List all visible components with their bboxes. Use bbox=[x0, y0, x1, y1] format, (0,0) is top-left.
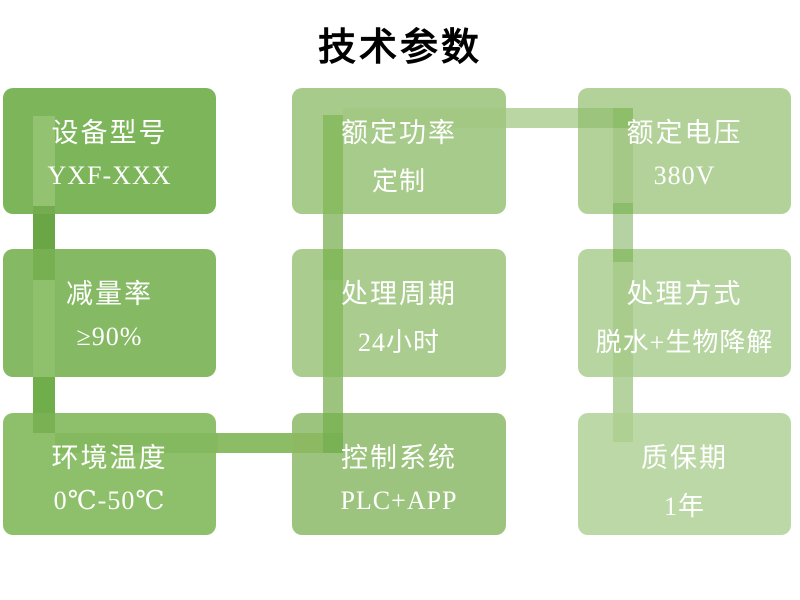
flow-connector-segment bbox=[323, 280, 343, 377]
param-value-device-model: YXF-XXX bbox=[47, 161, 172, 190]
flow-connector-segment bbox=[33, 249, 55, 280]
param-label-rated-power: 额定功率 bbox=[341, 118, 457, 148]
flow-connector-segment bbox=[613, 214, 633, 249]
param-label-warranty-period: 质保期 bbox=[641, 443, 728, 473]
flow-connector-segment bbox=[33, 377, 55, 413]
param-value-control-system: PLC+APP bbox=[340, 486, 458, 515]
flow-connector-segment bbox=[613, 377, 633, 413]
flow-connector-segment bbox=[343, 108, 506, 128]
flow-connector-segment bbox=[578, 108, 613, 128]
flow-connector-segment bbox=[293, 433, 323, 453]
flow-connector-segment bbox=[323, 214, 343, 249]
flow-connector-segment bbox=[613, 128, 633, 203]
flow-connector-segment bbox=[33, 214, 55, 249]
param-card-processing-method: 处理方式 脱水+生物降解 bbox=[578, 249, 791, 377]
flow-connector-segment bbox=[323, 115, 343, 214]
flow-connector-segment bbox=[613, 203, 633, 214]
flow-connector-segment bbox=[323, 377, 343, 413]
flow-connector-segment bbox=[506, 108, 578, 128]
param-label-control-system: 控制系统 bbox=[341, 443, 457, 473]
flow-connector-segment bbox=[218, 433, 293, 453]
param-label-device-model: 设备型号 bbox=[51, 118, 168, 148]
param-value-ambient-temperature: 0℃-50℃ bbox=[53, 486, 166, 515]
flow-connector-segment bbox=[33, 280, 55, 377]
param-value-reduction-rate: ≥90% bbox=[76, 322, 143, 351]
slide-title: 技术参数 bbox=[317, 27, 482, 69]
param-value-rated-power: 定制 bbox=[371, 167, 426, 196]
flow-connector-segment bbox=[613, 413, 633, 442]
flow-connector-segment bbox=[613, 108, 633, 128]
param-value-processing-method: 脱水+生物降解 bbox=[595, 328, 774, 357]
flow-connector-segment bbox=[33, 413, 55, 433]
flow-connector-segment bbox=[613, 249, 633, 262]
param-value-warranty-period: 1年 bbox=[663, 492, 705, 521]
flow-connector-segment bbox=[613, 262, 633, 377]
param-label-reduction-rate: 减量率 bbox=[66, 279, 153, 309]
param-label-processing-cycle: 处理周期 bbox=[341, 279, 457, 309]
param-card-warranty-period: 质保期 1年 bbox=[578, 413, 791, 535]
flow-connector-segment bbox=[55, 433, 218, 453]
param-label-ambient-temperature: 环境温度 bbox=[51, 443, 168, 473]
flow-connector-segment bbox=[323, 433, 343, 453]
param-label-rated-voltage: 额定电压 bbox=[626, 118, 743, 148]
flow-connector-segment bbox=[33, 116, 55, 206]
param-value-processing-cycle: 24小时 bbox=[357, 328, 440, 357]
param-value-rated-voltage: 380V bbox=[653, 161, 716, 190]
flow-connector-segment bbox=[323, 249, 343, 280]
param-card-rated-voltage: 额定电压 380V bbox=[578, 88, 791, 214]
param-label-processing-method: 处理方式 bbox=[626, 279, 743, 309]
flow-connector-segment bbox=[33, 206, 55, 214]
